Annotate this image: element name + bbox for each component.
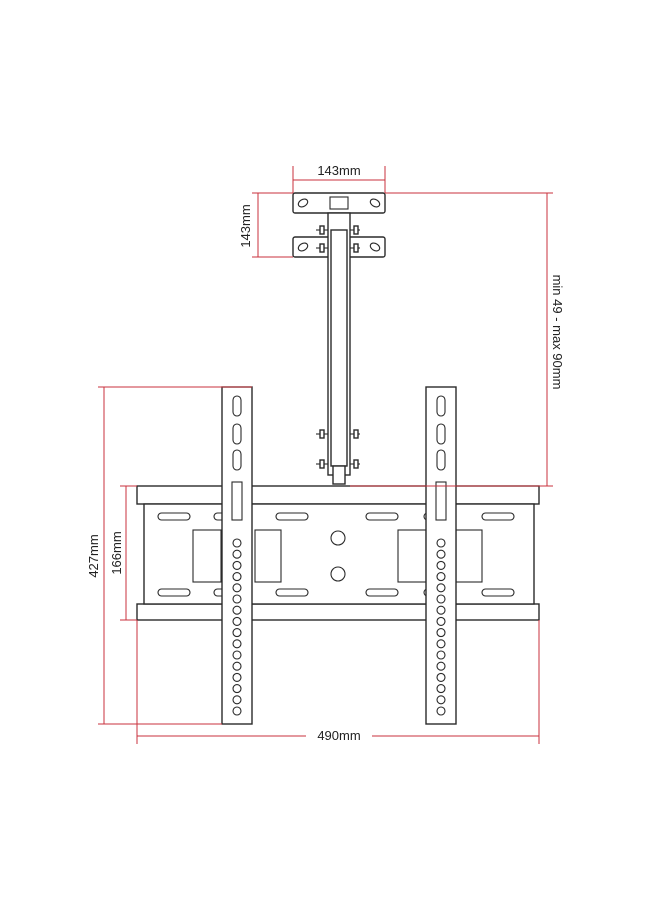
frame-slot (365, 588, 399, 597)
frame-slot (157, 588, 191, 597)
wall-frame (136, 485, 540, 621)
vertical-arm-right (425, 386, 457, 725)
arm-hole (436, 583, 446, 593)
arm-hole (436, 639, 446, 649)
label-total-height: 427mm (86, 534, 101, 577)
dimension-lines (98, 166, 553, 744)
frame-slot (157, 512, 191, 521)
arm-hole (232, 672, 242, 682)
arm-hole (232, 538, 242, 548)
bolt (316, 225, 360, 235)
arm-hole (232, 605, 242, 615)
frame-slot (481, 512, 515, 521)
frame-slot (365, 512, 399, 521)
arm-hole (232, 572, 242, 582)
frame-slot (275, 512, 309, 521)
arm-hole (436, 661, 446, 671)
arm-hole (232, 594, 242, 604)
label-frame-height: 166mm (109, 531, 124, 574)
label-frame-width: 490mm (317, 728, 360, 743)
bolt (316, 243, 360, 253)
arm-hole (232, 616, 242, 626)
arm-hole (436, 538, 446, 548)
arm-slot (436, 395, 446, 417)
arm-hole (436, 706, 446, 716)
arm-hole (232, 628, 242, 638)
extension-pole (316, 212, 360, 485)
arm-hole (436, 560, 446, 570)
frame-slot (481, 588, 515, 597)
arm-slot (232, 449, 242, 471)
arm-slot (232, 423, 242, 445)
bolt (316, 429, 360, 439)
frame-slot (275, 588, 309, 597)
mount-drawing (136, 192, 540, 725)
arm-hole (436, 594, 446, 604)
label-top-width: 143mm (317, 163, 360, 178)
arm-hole (436, 549, 446, 559)
vertical-arm-left (221, 386, 253, 725)
arm-hole (436, 695, 446, 705)
arm-hole (436, 616, 446, 626)
arm-hole (436, 605, 446, 615)
arm-hole (232, 549, 242, 559)
arm-hole (232, 639, 242, 649)
arm-hole (436, 572, 446, 582)
ceiling-plate (292, 192, 386, 214)
arm-hole (232, 560, 242, 570)
arm-hole (232, 583, 242, 593)
arm-hole (436, 650, 446, 660)
arm-hole (436, 684, 446, 694)
bolt (316, 459, 360, 469)
arm-hole (436, 672, 446, 682)
arm-slot (436, 449, 446, 471)
arm-hole (232, 661, 242, 671)
arm-hole (232, 695, 242, 705)
arm-hole (232, 650, 242, 660)
arm-hole (436, 628, 446, 638)
label-drop-range: min 49 - max 90mm (550, 275, 565, 390)
label-plate-spacing: 143mm (238, 204, 253, 247)
arm-slot (232, 395, 242, 417)
arm-hole (232, 684, 242, 694)
arm-hole (232, 706, 242, 716)
arm-slot (436, 423, 446, 445)
